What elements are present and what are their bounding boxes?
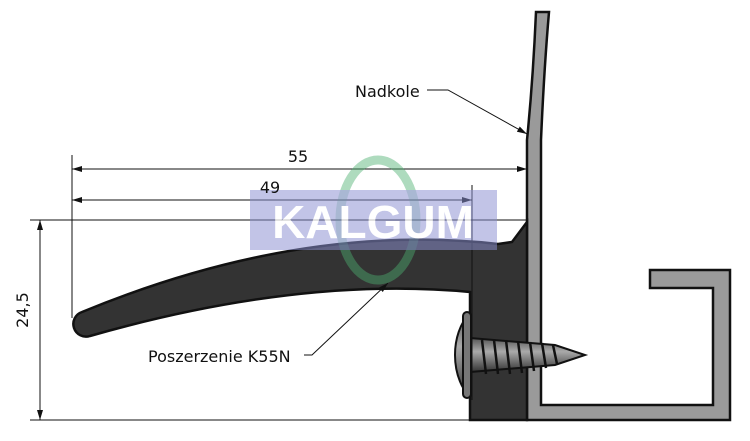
dimension-55-label: 55 — [288, 147, 308, 166]
kalgum-watermark: KALGUM — [250, 155, 497, 285]
dimension-49-label: 49 — [260, 178, 280, 197]
extension-label: Poszerzenie K55N — [148, 347, 291, 366]
wheel-arch-sheet — [525, 10, 732, 422]
leader-wheel-arch — [427, 89, 528, 135]
extension-profile — [72, 218, 529, 422]
watermark-text: KALGUM — [272, 196, 474, 248]
dimension-height-label: 24,5 — [13, 292, 32, 328]
leader-extension — [304, 282, 389, 356]
screw-icon — [453, 309, 589, 401]
wheel-arch-label: Nadkole — [355, 82, 420, 101]
